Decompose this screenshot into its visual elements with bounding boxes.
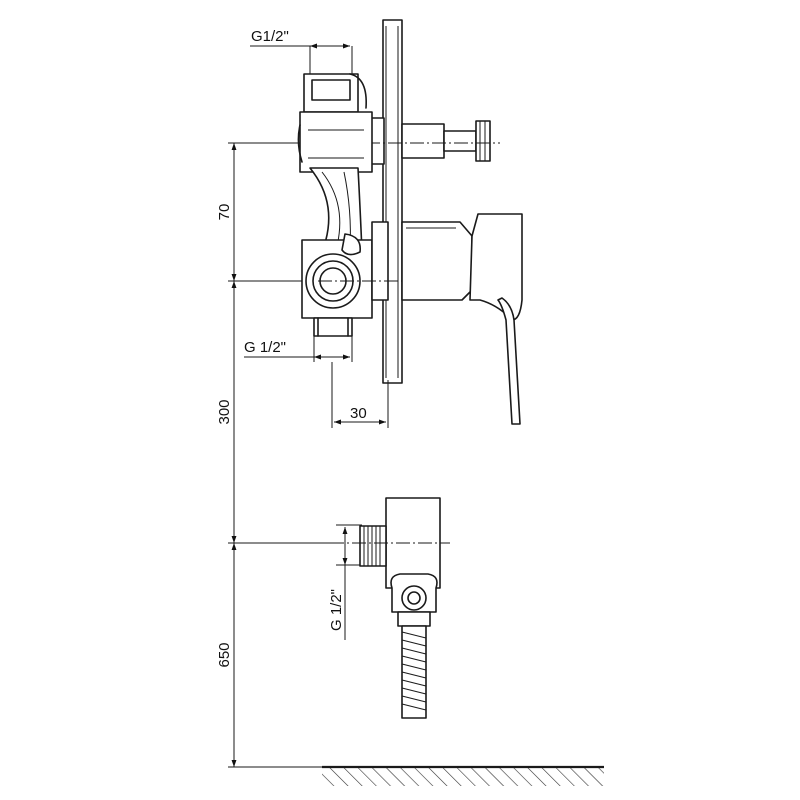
mixer-lever-handle	[401, 213, 523, 425]
valve-body	[297, 73, 470, 337]
height-300-label: 300	[216, 399, 233, 424]
thread-top-label: G1/2"	[251, 28, 289, 45]
depth-30-label: 30	[350, 405, 367, 422]
wall-plate	[382, 19, 403, 384]
diverter-stem	[300, 117, 500, 165]
thread-outlet-label: G 1/2"	[328, 589, 345, 631]
height-70-label: 70	[216, 204, 233, 221]
thread-bottom-label: G 1/2"	[244, 339, 286, 356]
flexible-hose	[401, 625, 427, 719]
dimension-labels: G1/2" G 1/2" 30 70 300 650 G 1/2"	[216, 28, 367, 668]
wall-outlet-elbow	[330, 497, 450, 627]
height-650-label: 650	[216, 642, 233, 667]
floor-line	[322, 765, 604, 786]
